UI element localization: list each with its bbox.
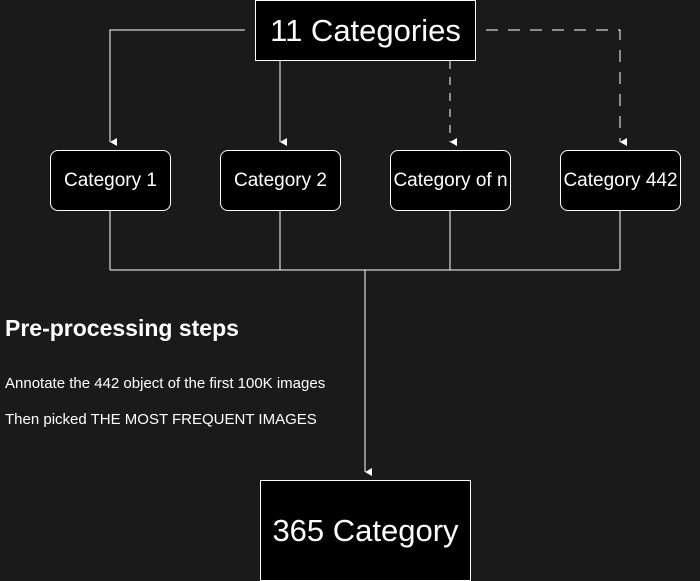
category-node-442: Category 442 [560,150,681,211]
bottom-node-365-category: 365 Category [260,480,471,581]
category-node-1-label: Category 1 [64,169,157,191]
category-node-1: Category 1 [50,150,171,211]
note-line-2: Then picked THE MOST FREQUENT IMAGES [5,411,317,428]
notes-heading: Pre-processing steps [5,315,239,341]
edge-top-to-category-1 [109,29,245,146]
bottom-node-label: 365 Category [272,512,459,548]
category-node-442-label: Category 442 [563,169,678,191]
note-line-1: Annotate the 442 object of the first 100… [5,375,326,392]
top-node-11-categories: 11 Categories [255,0,476,61]
category-node-n-label: Category of n [393,169,508,191]
category-node-2: Category 2 [220,150,341,211]
category-node-2-label: Category 2 [234,169,327,191]
category-node-n: Category of n [390,150,511,211]
edge-top-to-category-442 [486,29,627,146]
top-node-label: 11 Categories [270,12,461,48]
